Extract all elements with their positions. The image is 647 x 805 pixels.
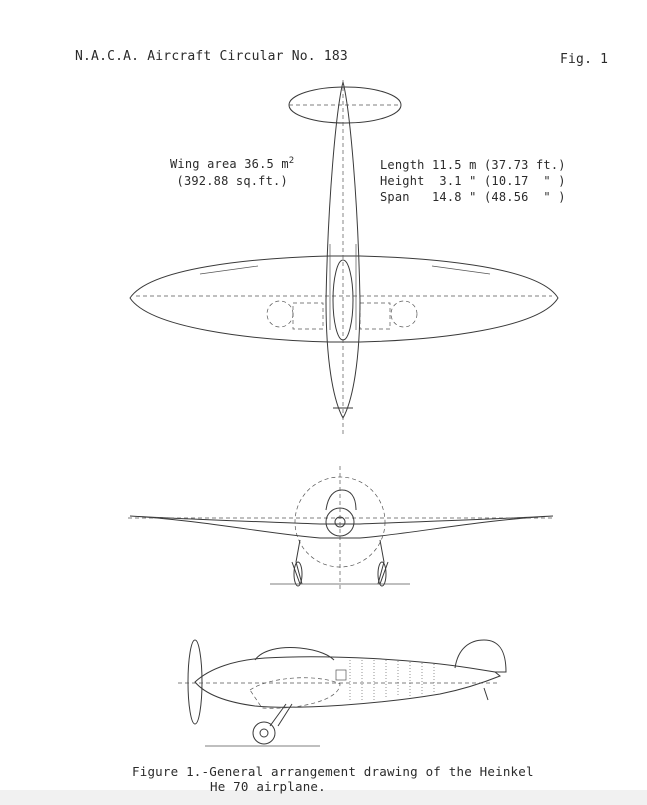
side-view-wing-root <box>249 677 341 709</box>
figure-caption: Figure 1.-General arrangement drawing of… <box>132 764 534 794</box>
side-view-fuselage <box>194 656 501 708</box>
front-view-canopy <box>325 489 357 511</box>
dimension-row-height: Height 3.1 " (10.17 " ) <box>380 174 566 188</box>
side-view-main-gear <box>269 703 293 727</box>
front-view-wing <box>129 515 554 539</box>
dimensions-table: Length 11.5 m (37.73 ft.) Height 3.1 " (1… <box>380 157 566 205</box>
side-view-canopy <box>254 647 335 661</box>
viewer-bottom-strip <box>0 790 647 805</box>
side-view-wheel <box>252 721 276 745</box>
circular-header: N.A.C.A. Aircraft Circular No. 183 <box>75 49 348 64</box>
figure-number: Fig. 1 <box>560 52 609 67</box>
side-view <box>178 639 507 747</box>
side-view-tail-skid <box>483 687 489 701</box>
wing-area-label: Wing area 36.5 m2(392.88 sq.ft.) <box>170 156 295 188</box>
dimension-row-length: Length 11.5 m (37.73 ft.) <box>380 158 566 172</box>
top-view-wing <box>129 255 559 343</box>
top-view <box>129 80 559 434</box>
dimension-row-span: Span 14.8 " (48.56 " ) <box>380 190 566 204</box>
front-view <box>128 466 555 590</box>
side-view-fin <box>454 639 507 673</box>
side-view-propeller <box>187 639 203 725</box>
